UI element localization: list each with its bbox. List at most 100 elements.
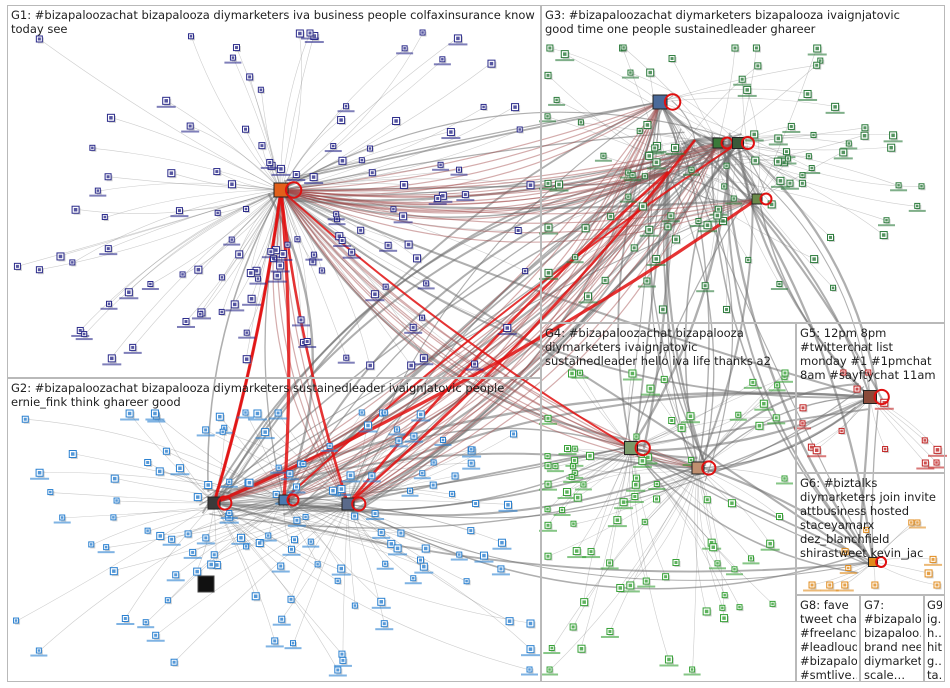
g1-edge-36 xyxy=(280,172,373,191)
g1-edge-95 xyxy=(109,189,282,305)
g2-node-33-avatar xyxy=(528,647,533,651)
g5-node-11-avatar xyxy=(801,406,805,410)
g1-edge-90 xyxy=(17,189,282,267)
hub-edge-77 xyxy=(759,205,871,398)
g2-node-39-avatar xyxy=(60,516,64,519)
brown-edge-0-2 xyxy=(280,101,661,192)
brown-edge-9-0 xyxy=(347,142,719,505)
g6-node-2-tiny-label xyxy=(820,589,839,592)
g1-edge-78 xyxy=(170,172,282,191)
g1-node-93-avatar xyxy=(523,269,527,273)
g1-node-43-avatar xyxy=(305,340,309,344)
g3-node-22-avatar xyxy=(555,98,558,102)
g2-node-9-avatar xyxy=(474,501,478,505)
g3-node-36-avatar xyxy=(841,150,846,155)
g4-edge-63 xyxy=(630,402,764,449)
g3-node-43-tiny-label xyxy=(621,76,639,79)
brown-edge-3-1 xyxy=(280,171,669,205)
g2-node-118-tiny-label xyxy=(366,518,385,521)
g1-node-54-tiny-label xyxy=(456,199,475,202)
group-label-g8: G8: fave tweet chats #freelance… #leadlo… xyxy=(800,598,857,682)
g3-node-43-avatar xyxy=(629,71,632,74)
g2-node-86-avatar xyxy=(112,569,116,573)
g3-node-74-avatar xyxy=(653,146,657,150)
g3-node-91-avatar xyxy=(703,284,707,288)
g1-edge-44 xyxy=(280,32,302,191)
g2-node-0-tiny-label xyxy=(196,434,215,437)
g2-node-58-avatar xyxy=(222,426,226,430)
g3-node-71-avatar xyxy=(786,157,790,160)
g4-node-7-avatar xyxy=(716,562,719,565)
g2-node-69-avatar xyxy=(458,553,461,556)
g6-node-2-avatar xyxy=(828,583,832,587)
g1-node-113-tiny-label xyxy=(450,173,468,176)
group-box-g5: G5: 12pm 8pm #twitterchat list monday #1… xyxy=(796,323,945,473)
g2-node-33-tiny-label xyxy=(521,654,540,657)
g2-node-61-tiny-label xyxy=(389,445,408,448)
hub-edge-69 xyxy=(665,171,707,467)
g1-edge-37 xyxy=(190,125,282,191)
g2-node-20-avatar xyxy=(37,649,41,652)
g3-node-65-avatar xyxy=(776,136,781,141)
g4-node-71-tiny-label xyxy=(632,465,652,468)
g5-node-10-avatar xyxy=(855,387,859,391)
g2-edge-125 xyxy=(154,412,285,501)
hub-g2-member xyxy=(278,494,290,506)
g4-node-45-avatar xyxy=(548,668,551,671)
g6-node-4-avatar xyxy=(847,566,850,570)
g2-node-112-avatar xyxy=(293,538,297,542)
g2-node-124-avatar xyxy=(274,492,278,496)
g2-node-107-avatar xyxy=(379,600,384,604)
g4-node-67-avatar xyxy=(546,523,550,527)
g1-node-105-avatar xyxy=(403,47,406,50)
g1-edge-72 xyxy=(84,189,282,335)
g1-edge-53 xyxy=(280,189,427,285)
g3-node-3-tiny-label xyxy=(878,224,896,227)
g3-node-35-avatar xyxy=(740,77,744,81)
g1-node-80-avatar xyxy=(216,211,219,215)
g1-edge-4 xyxy=(280,189,370,366)
g1-node-99-tiny-label xyxy=(242,303,262,306)
g4-node-42-tiny-label xyxy=(768,389,786,392)
hub-edge-66 xyxy=(222,504,874,573)
g5-node-6-tiny-label xyxy=(794,427,811,430)
g4-node-41-avatar xyxy=(575,495,580,500)
hub-edge-31 xyxy=(209,396,871,529)
g3-node-46-avatar xyxy=(690,168,693,171)
g1-node-115-avatar xyxy=(184,319,188,323)
hub-sustainedleader-self-loop xyxy=(351,496,367,512)
g3-node-25-tiny-label xyxy=(555,59,575,62)
g6-node-10-avatar xyxy=(910,521,913,524)
g1-node-92-avatar xyxy=(312,253,316,256)
g2-node-80-tiny-label xyxy=(147,420,166,423)
g3-node-76-avatar xyxy=(920,185,923,188)
g4-edge-60 xyxy=(697,467,724,618)
g3-node-36-tiny-label xyxy=(833,157,853,160)
group-box-g4: G4: #bizapaloozachat bizapalooza diymark… xyxy=(541,323,796,682)
g4-node-72-avatar xyxy=(578,371,582,374)
g3-node-51-avatar xyxy=(573,255,577,259)
hub-edge-119 xyxy=(213,461,639,513)
g5-node-5-tiny-label xyxy=(916,467,935,470)
g2-node-125-avatar xyxy=(153,411,157,416)
g4-node-27-tiny-label xyxy=(626,489,646,492)
group-label-g5: G5: 12pm 8pm #twitterchat list monday #1… xyxy=(800,326,936,382)
g2-node-51-avatar xyxy=(469,461,473,465)
g1-node-35-avatar xyxy=(359,228,363,232)
g4-node-24-avatar xyxy=(704,609,709,614)
g2-node-75-avatar xyxy=(195,569,199,574)
g1-node-4-avatar xyxy=(368,363,372,368)
g3-node-52-tiny-label xyxy=(578,301,598,304)
g3-node-47-avatar xyxy=(546,225,551,230)
g1-edge-12 xyxy=(236,47,282,191)
hub-edge-120 xyxy=(667,171,715,462)
g2-edge-59 xyxy=(219,415,285,501)
g2-node-39-tiny-label xyxy=(53,521,71,524)
g3-node-77-tiny-label xyxy=(782,130,801,133)
g2-node-90-tiny-label xyxy=(220,485,238,488)
g2-node-1-avatar xyxy=(339,566,343,571)
g1-node-111-avatar xyxy=(269,250,273,254)
g4-node-63-avatar xyxy=(762,401,766,406)
g6-node-5-avatar xyxy=(931,557,935,561)
g6-node-8-avatar xyxy=(935,583,939,587)
